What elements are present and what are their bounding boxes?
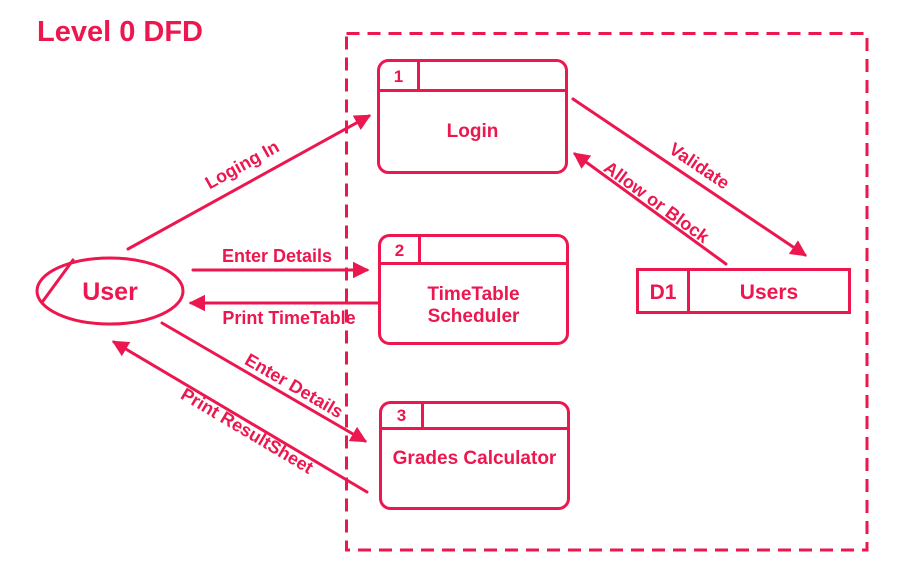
- data-store-box: [636, 268, 851, 314]
- flow-label-print-timetable: Print TimeTable: [222, 308, 355, 328]
- flow-arrow-loging-in: [126, 114, 372, 251]
- process-grades-label: Grades Calculator: [393, 448, 557, 469]
- process-login-box: [377, 59, 568, 174]
- process-timetable-box: [378, 234, 569, 345]
- flow-arrow-enter-details-grades: [160, 321, 368, 443]
- process-timetable-label-line1: TimeTable: [427, 284, 519, 305]
- process-login-label: Login: [447, 121, 499, 142]
- user-entity-label: User: [82, 278, 138, 306]
- process-timetable-scheduler: 2 TimeTable Scheduler: [378, 234, 569, 345]
- process-login-number: 1: [394, 67, 403, 86]
- flow-arrow-print-resultsheet: [111, 340, 369, 494]
- process-grades-box: [379, 401, 570, 510]
- user-ellipse-corner-line: [41, 258, 75, 303]
- diagram-title: Level 0 DFD: [37, 16, 203, 48]
- data-store-label: Users: [740, 281, 798, 304]
- user-ellipse: [35, 256, 185, 326]
- process-grades-number: 3: [397, 406, 406, 425]
- process-grades-calculator: 3 Grades Calculator: [379, 401, 570, 510]
- flow-arrow-validate: [571, 97, 808, 257]
- process-timetable-number: 2: [395, 241, 404, 260]
- external-entity-user: User: [35, 256, 185, 326]
- data-store-id: D1: [650, 281, 677, 304]
- process-login: 1 Login: [377, 59, 568, 174]
- flow-label-enter-details-grades: Enter Details: [241, 349, 346, 422]
- flow-label-enter-details-timetable: Enter Details: [222, 246, 332, 266]
- system-boundary: [345, 32, 869, 552]
- process-timetable-label-line2: Scheduler: [428, 306, 520, 327]
- data-store-users: D1 Users: [636, 268, 851, 314]
- flow-arrow-allow-or-block: [572, 152, 728, 266]
